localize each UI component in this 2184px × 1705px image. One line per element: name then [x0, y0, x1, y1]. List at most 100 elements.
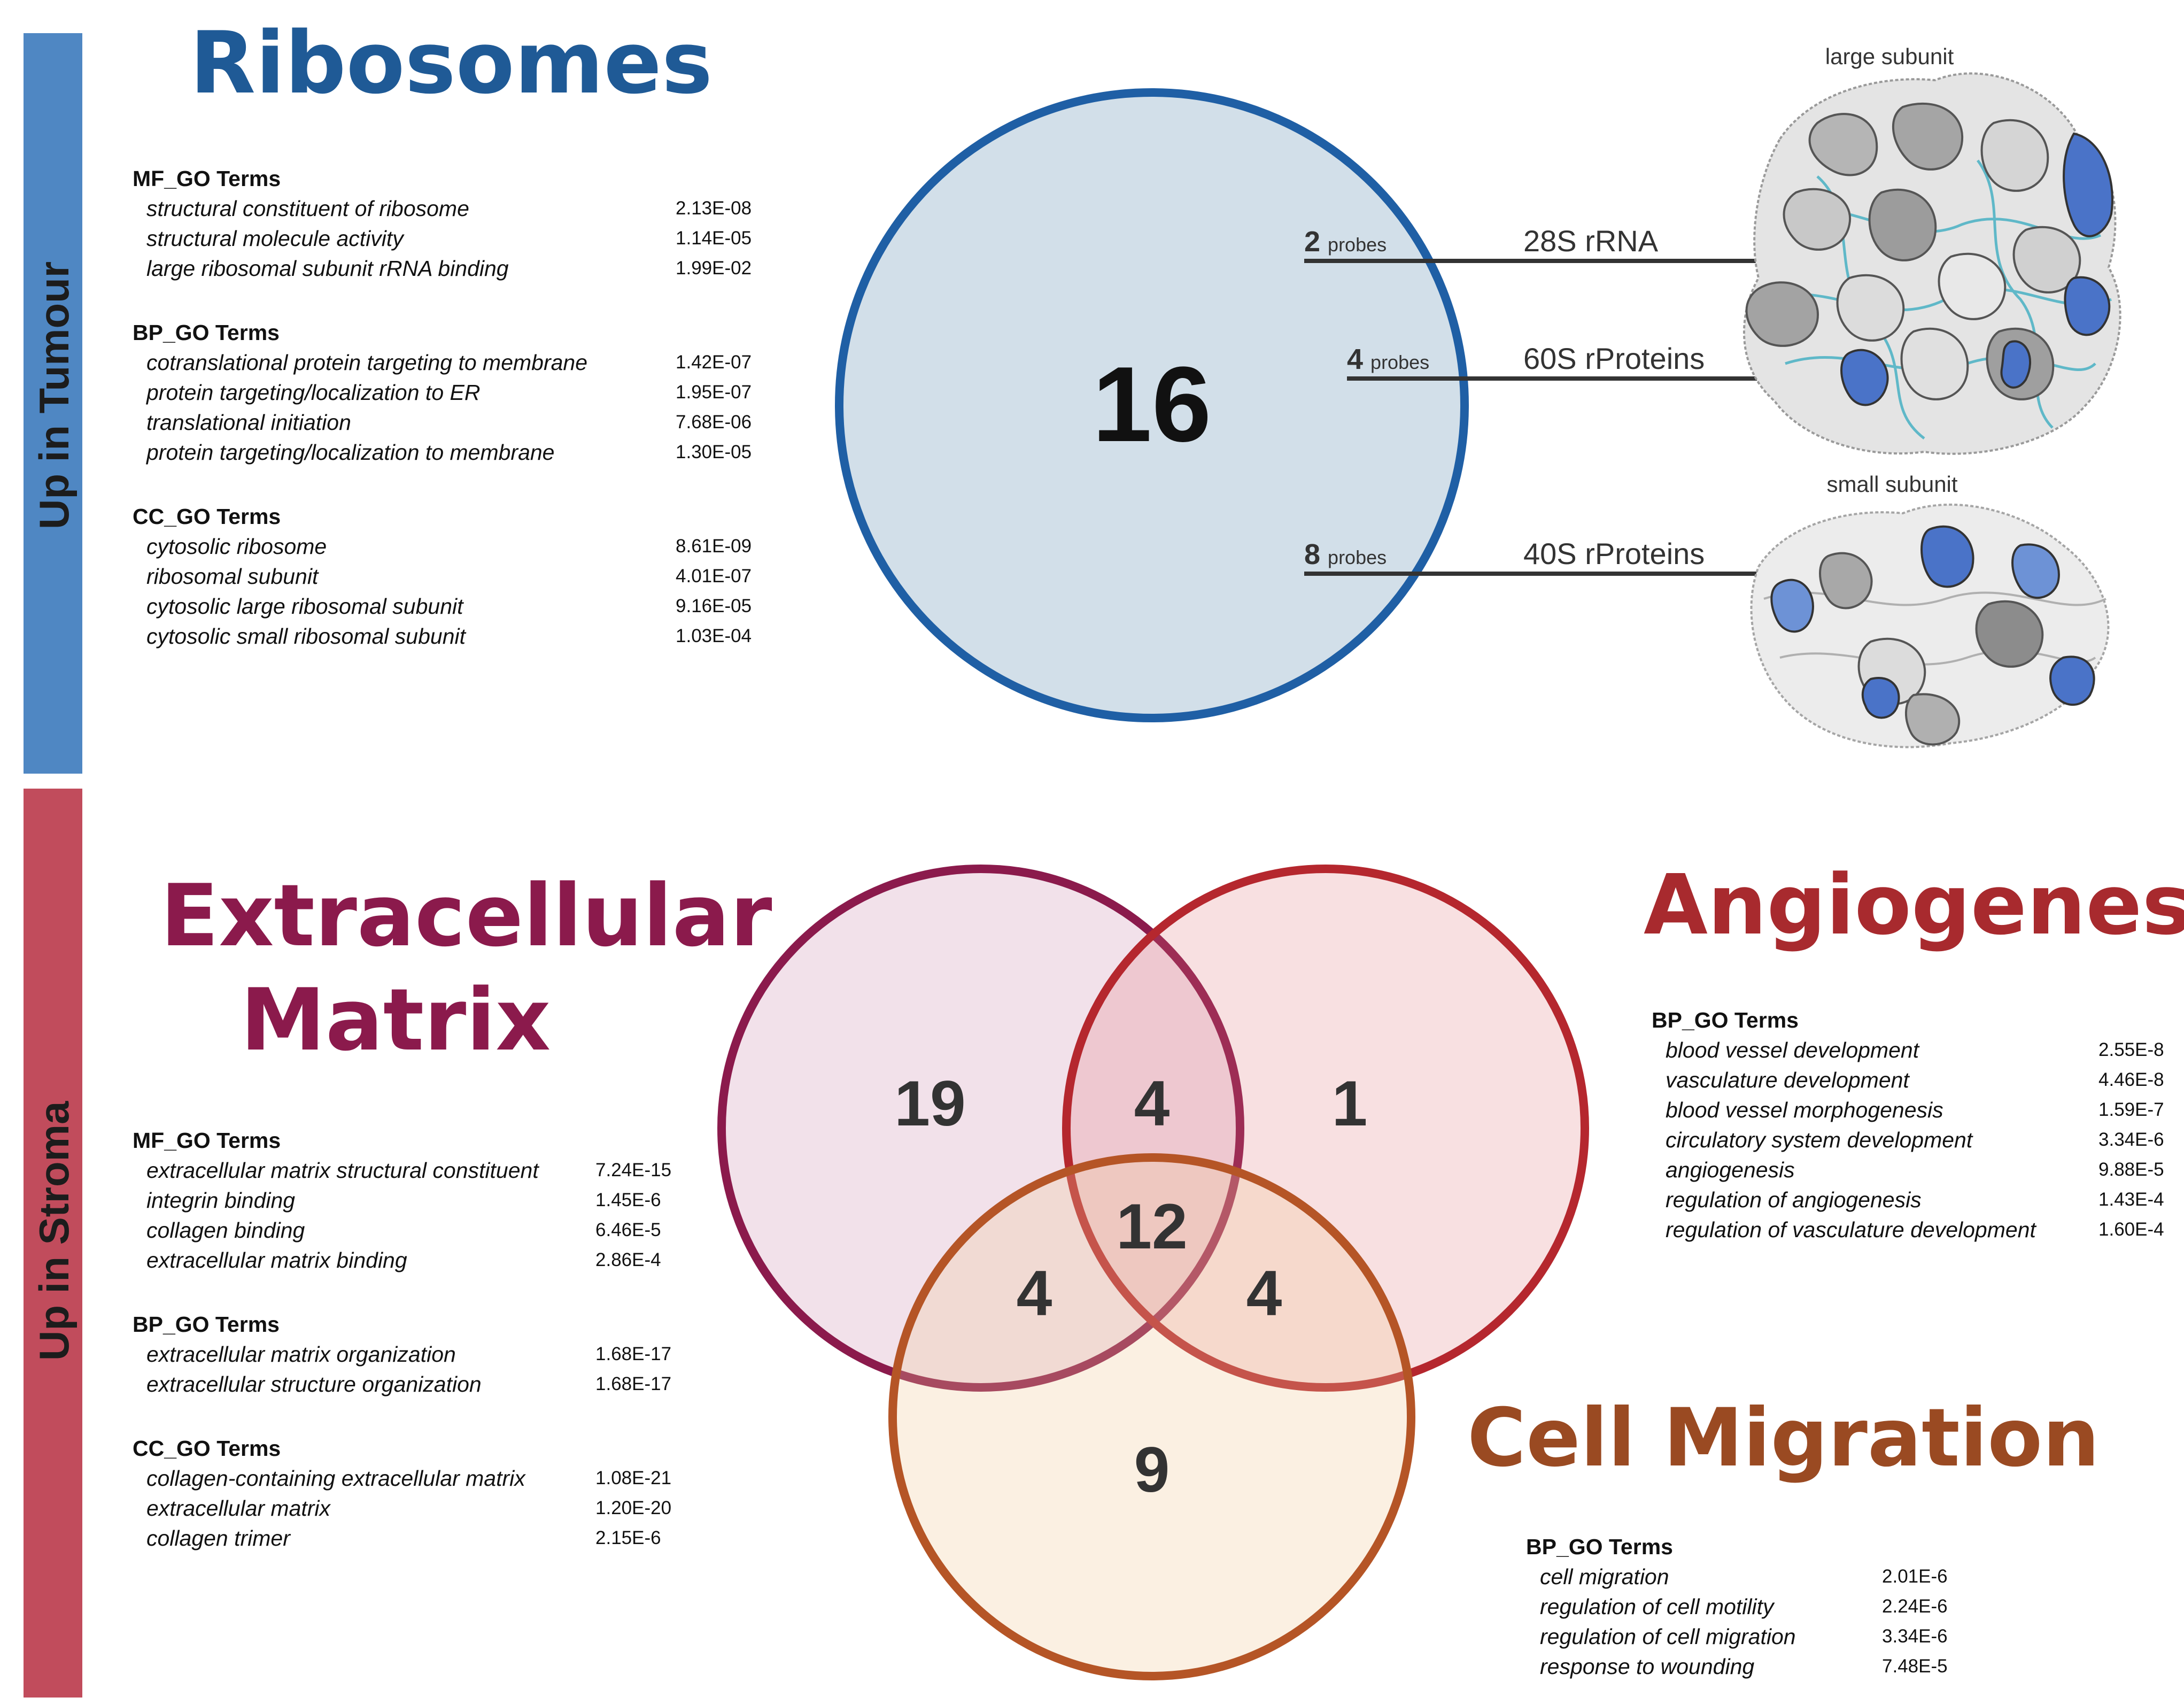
go-term-name: regulation of vasculature development	[1666, 1217, 2036, 1242]
large-subunit-label: large subunit	[1825, 44, 1954, 69]
go-term-row: cytosolic ribosome 8.61E-09	[133, 531, 752, 561]
go-heading: BP_GO Terms	[133, 320, 280, 345]
go-term-name: large ribosomal subunit rRNA binding	[146, 256, 509, 281]
venn-count-ecm-angio: 4	[1134, 1068, 1170, 1139]
go-term-name: regulation of cell migration	[1540, 1624, 1796, 1649]
venn-count-all-three: 12	[1116, 1191, 1187, 1262]
go-term-name: response to wounding	[1540, 1654, 1755, 1679]
ribosome-set-circle	[835, 88, 1469, 722]
go-term-name: protein targeting/localization to ER	[146, 380, 481, 405]
ribosomes-go-table: MF_GO Terms structural constituent of ri…	[133, 164, 752, 651]
go-term-name: extracellular structure organization	[146, 1372, 482, 1397]
go-term-pvalue: 1.03E-04	[676, 626, 752, 646]
go-term-pvalue: 8.61E-09	[676, 536, 752, 557]
go-term-row: response to wounding 7.48E-5	[1526, 1652, 1948, 1681]
go-term-pvalue: 7.48E-5	[1882, 1656, 1948, 1677]
go-term-pvalue: 1.08E-21	[595, 1468, 672, 1488]
go-term-pvalue: 4.46E-8	[2098, 1069, 2164, 1090]
go-term-row: protein targeting/localization to membra…	[133, 437, 752, 467]
go-term-pvalue: 1.45E-6	[595, 1190, 661, 1210]
go-term-pvalue: 6.46E-5	[595, 1220, 661, 1240]
go-term-name: extracellular matrix binding	[146, 1248, 407, 1272]
probe-label-40s: 40S rProteins	[1523, 537, 1705, 570]
go-term-name: translational initiation	[146, 410, 351, 435]
go-term-pvalue: 1.59E-7	[2098, 1099, 2164, 1120]
go-term-name: angiogenesis	[1666, 1158, 1795, 1182]
go-term-name: collagen trimer	[146, 1526, 290, 1550]
go-term-row: cytosolic large ribosomal subunit 9.16E-0…	[133, 591, 752, 621]
ribosome-count: 16	[1093, 345, 1211, 464]
go-term-name: regulation of angiogenesis	[1666, 1187, 1922, 1212]
go-term-row: extracellular matrix binding 2.86E-4	[133, 1245, 671, 1275]
tumour-band	[24, 33, 82, 774]
go-term-pvalue: 9.88E-5	[2098, 1159, 2164, 1180]
venn-count-angio-only: 1	[1332, 1068, 1368, 1139]
go-term-pvalue: 1.43E-4	[2098, 1189, 2164, 1210]
venn-count-migration-only: 9	[1134, 1434, 1170, 1506]
ecm-title: Extracellular Matrix	[160, 863, 772, 1072]
venn-circle-angiogenesis	[1062, 865, 1589, 1392]
go-heading: CC_GO Terms	[133, 1436, 281, 1461]
go-term-pvalue: 2.24E-6	[1882, 1596, 1948, 1617]
go-term-name: extracellular matrix organization	[146, 1342, 456, 1367]
ecm-title-line2: Matrix	[240, 970, 551, 1070]
go-term-pvalue: 2.55E-8	[2098, 1039, 2164, 1060]
go-term-row: ribosomal subunit 4.01E-07	[133, 561, 752, 591]
go-term-name: cell migration	[1540, 1564, 1669, 1589]
go-term-pvalue: 1.68E-17	[595, 1344, 672, 1364]
go-term-row: blood vessel development 2.55E-8	[1652, 1035, 2164, 1065]
venn-count-ecm-migration: 4	[1017, 1257, 1052, 1329]
go-term-name: extracellular matrix structural constitu…	[146, 1158, 539, 1183]
go-term-pvalue: 1.14E-05	[676, 228, 752, 249]
go-term-name: integrin binding	[146, 1188, 296, 1213]
cell-migration-title: Cell Migration	[1467, 1392, 2100, 1485]
go-term-name: blood vessel development	[1666, 1038, 1919, 1062]
go-term-row: regulation of cell motility 2.24E-6	[1526, 1592, 1948, 1622]
go-term-row: integrin binding 1.45E-6	[133, 1185, 671, 1215]
go-term-pvalue: 2.13E-08	[676, 198, 752, 219]
small-subunit-illustration	[1750, 503, 2110, 749]
go-term-row: angiogenesis 9.88E-5	[1652, 1155, 2164, 1185]
go-term-row: regulation of angiogenesis 1.43E-4	[1652, 1185, 2164, 1215]
go-term-pvalue: 1.30E-05	[676, 442, 752, 462]
go-term-row: collagen-containing extracellular matrix…	[133, 1463, 671, 1493]
venn-circle-ecm	[717, 865, 1244, 1392]
go-heading: BP_GO Terms	[133, 1312, 280, 1337]
go-term-name: cytosolic large ribosomal subunit	[146, 594, 463, 619]
go-term-pvalue: 3.34E-6	[1882, 1626, 1948, 1647]
go-term-pvalue: 9.16E-05	[676, 596, 752, 616]
go-term-row: cytosolic small ribosomal subunit 1.03E-0…	[133, 621, 752, 651]
go-term-pvalue: 4.01E-07	[676, 566, 752, 587]
go-heading: MF_GO Terms	[133, 166, 281, 191]
ribosomes-title: Ribosomes	[190, 13, 713, 113]
go-term-name: ribosomal subunit	[146, 564, 319, 589]
go-heading: MF_GO Terms	[133, 1128, 281, 1153]
go-term-name: regulation of cell motility	[1540, 1594, 1774, 1619]
go-term-name: cytosolic ribosome	[146, 534, 327, 559]
go-term-pvalue: 2.86E-4	[595, 1249, 661, 1270]
go-term-name: collagen binding	[146, 1218, 305, 1243]
go-term-name: cotranslational protein targeting to mem…	[146, 350, 588, 375]
go-term-pvalue: 7.24E-15	[595, 1160, 672, 1181]
go-term-name: circulatory system development	[1666, 1128, 1973, 1152]
go-term-name: extracellular matrix	[146, 1496, 331, 1521]
go-term-name: cytosolic small ribosomal subunit	[146, 624, 466, 649]
probe-label-60s: 60S rProteins	[1523, 342, 1705, 375]
